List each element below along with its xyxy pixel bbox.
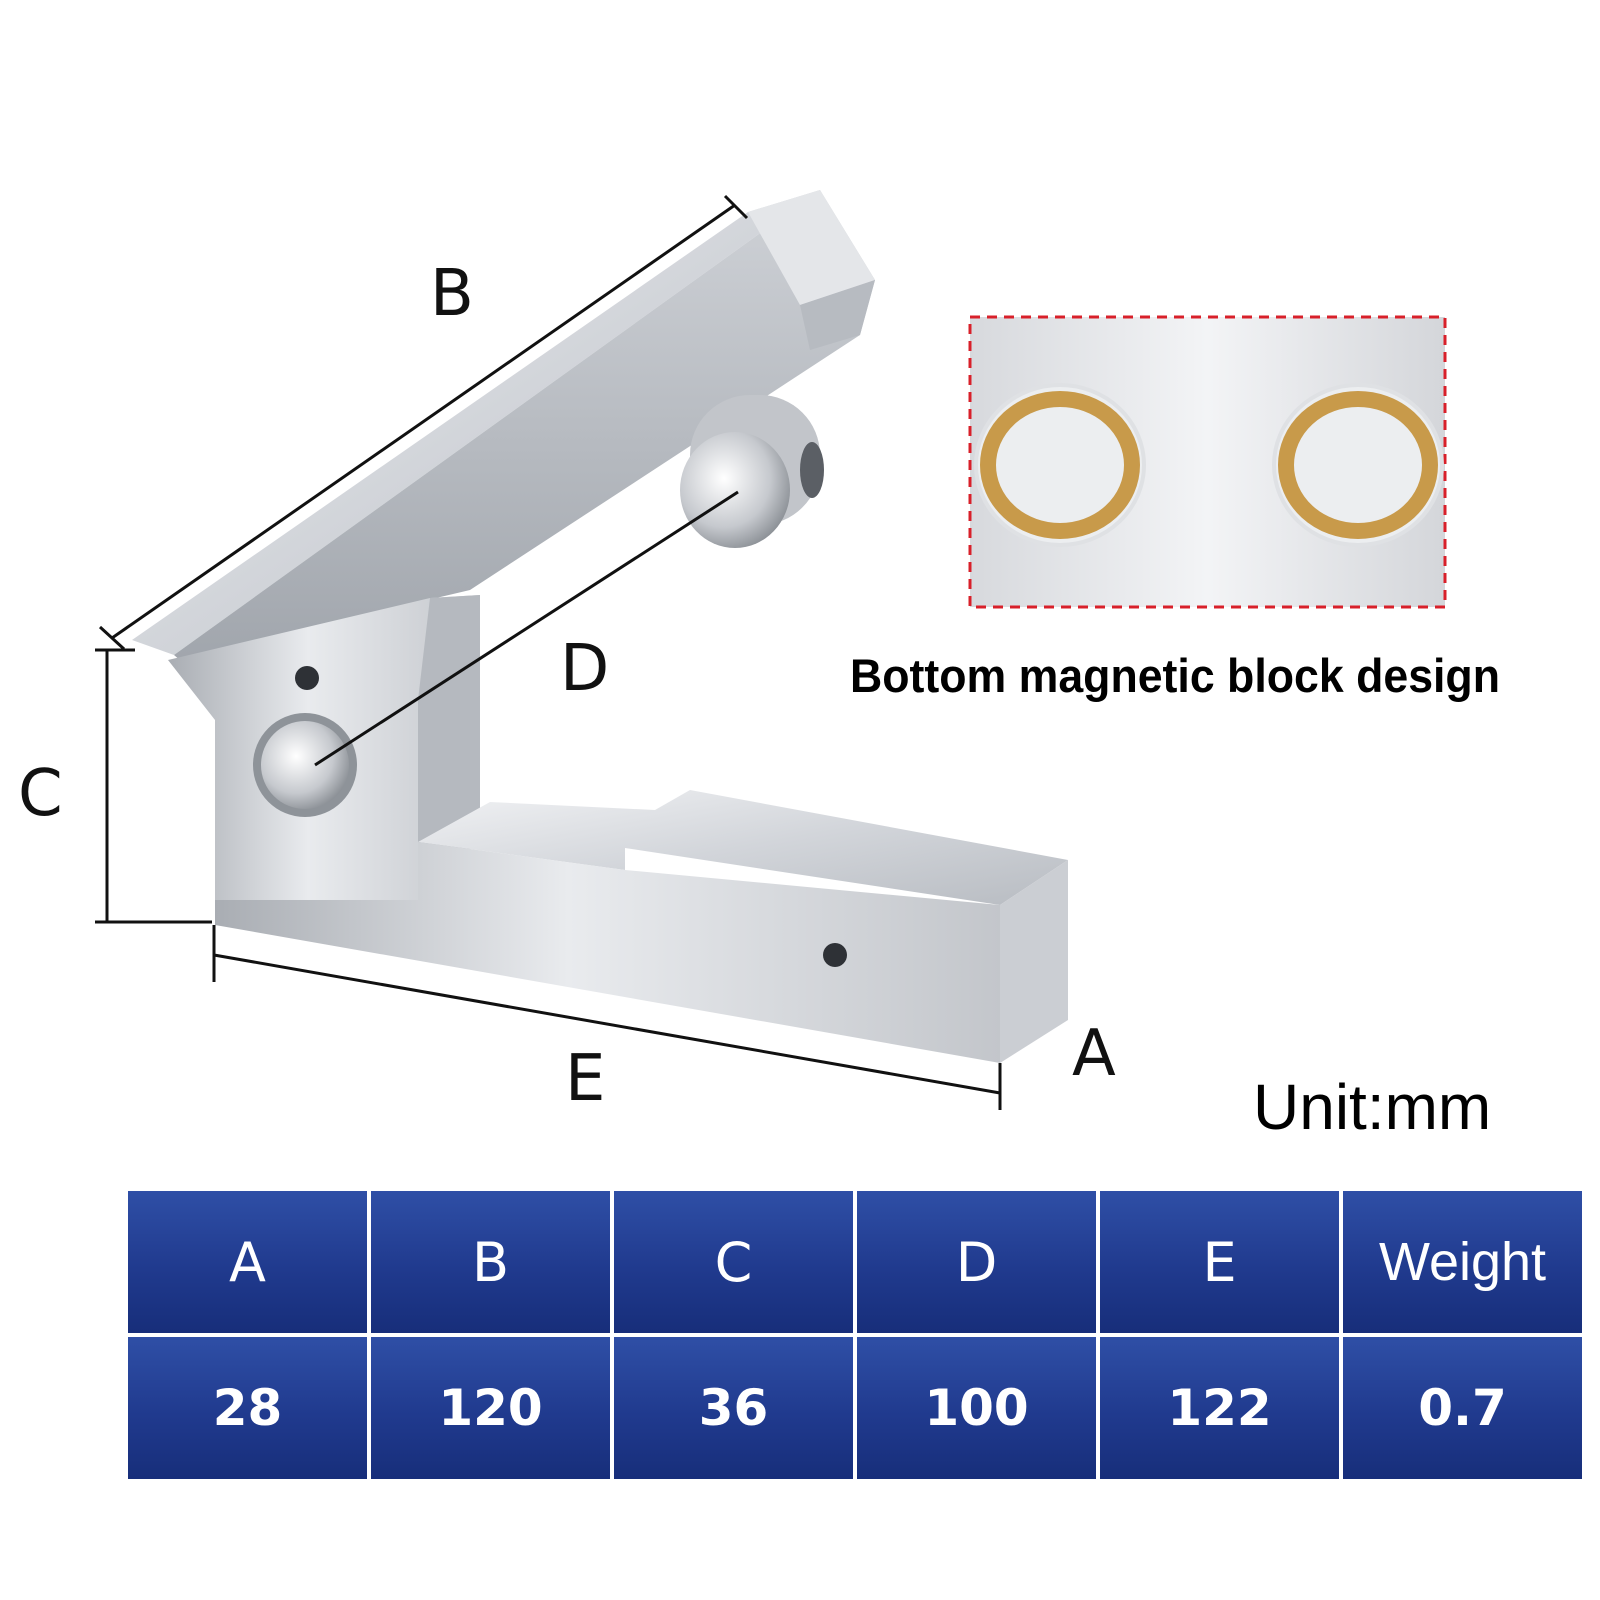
spec-value-cell: 28 — [124, 1333, 371, 1483]
spec-value-cell: 120 — [367, 1333, 614, 1483]
spec-header-cell: Weight — [1339, 1187, 1586, 1337]
rear-pin — [680, 395, 824, 548]
spec-header-row: A B C D E Weight — [124, 1187, 1586, 1337]
base-top-face — [418, 790, 1068, 905]
spec-header-cell: A — [124, 1187, 371, 1337]
spec-header-cell: E — [1096, 1187, 1343, 1337]
spec-header-cell: D — [853, 1187, 1100, 1337]
spec-value-cell: 0.7 — [1339, 1333, 1586, 1483]
dim-line-d — [314, 490, 739, 767]
product-diagram: B C D E A — [18, 190, 1447, 1116]
dim-line-e — [213, 953, 1001, 1095]
pivot-pin — [261, 721, 349, 809]
upper-arm-side-face — [174, 190, 875, 690]
spec-value-cell: 36 — [610, 1333, 857, 1483]
upper-arm-end-face — [748, 190, 875, 305]
upper-arm-top-face — [132, 190, 820, 655]
pivot-screw-hole — [295, 666, 319, 690]
magnetic-block-caption: Bottom magnetic block design — [850, 649, 1500, 702]
dimension-lines — [95, 194, 1002, 1110]
dim-label-e: E — [565, 1042, 605, 1116]
spec-header-cell: C — [610, 1187, 857, 1337]
sine-bar-tool — [132, 190, 1068, 1063]
spec-value-cell: 122 — [1096, 1333, 1343, 1483]
magnet-ring-right — [1272, 383, 1444, 547]
spec-table: A B C D E Weight 28 120 36 100 122 0.7 — [124, 1187, 1586, 1483]
upper-arm-end-bevel — [800, 280, 875, 350]
base-screw-hole — [823, 943, 847, 967]
base-front-face — [215, 842, 1000, 1063]
dim-line-b — [111, 203, 736, 640]
dim-label-c: C — [18, 757, 63, 831]
spec-value-row: 28 120 36 100 122 0.7 — [124, 1333, 1586, 1483]
base-end-face — [1000, 860, 1068, 1063]
dim-label-a: A — [1072, 1017, 1116, 1091]
spec-header-cell: B — [367, 1187, 614, 1337]
unit-label: Unit:mm — [1253, 1071, 1492, 1143]
dim-label-b: B — [430, 257, 474, 331]
magnetic-block-inset — [968, 315, 1447, 609]
spec-value-cell: 100 — [853, 1333, 1100, 1483]
dim-label-d: D — [560, 632, 609, 706]
magnet-ring-left — [974, 383, 1146, 547]
